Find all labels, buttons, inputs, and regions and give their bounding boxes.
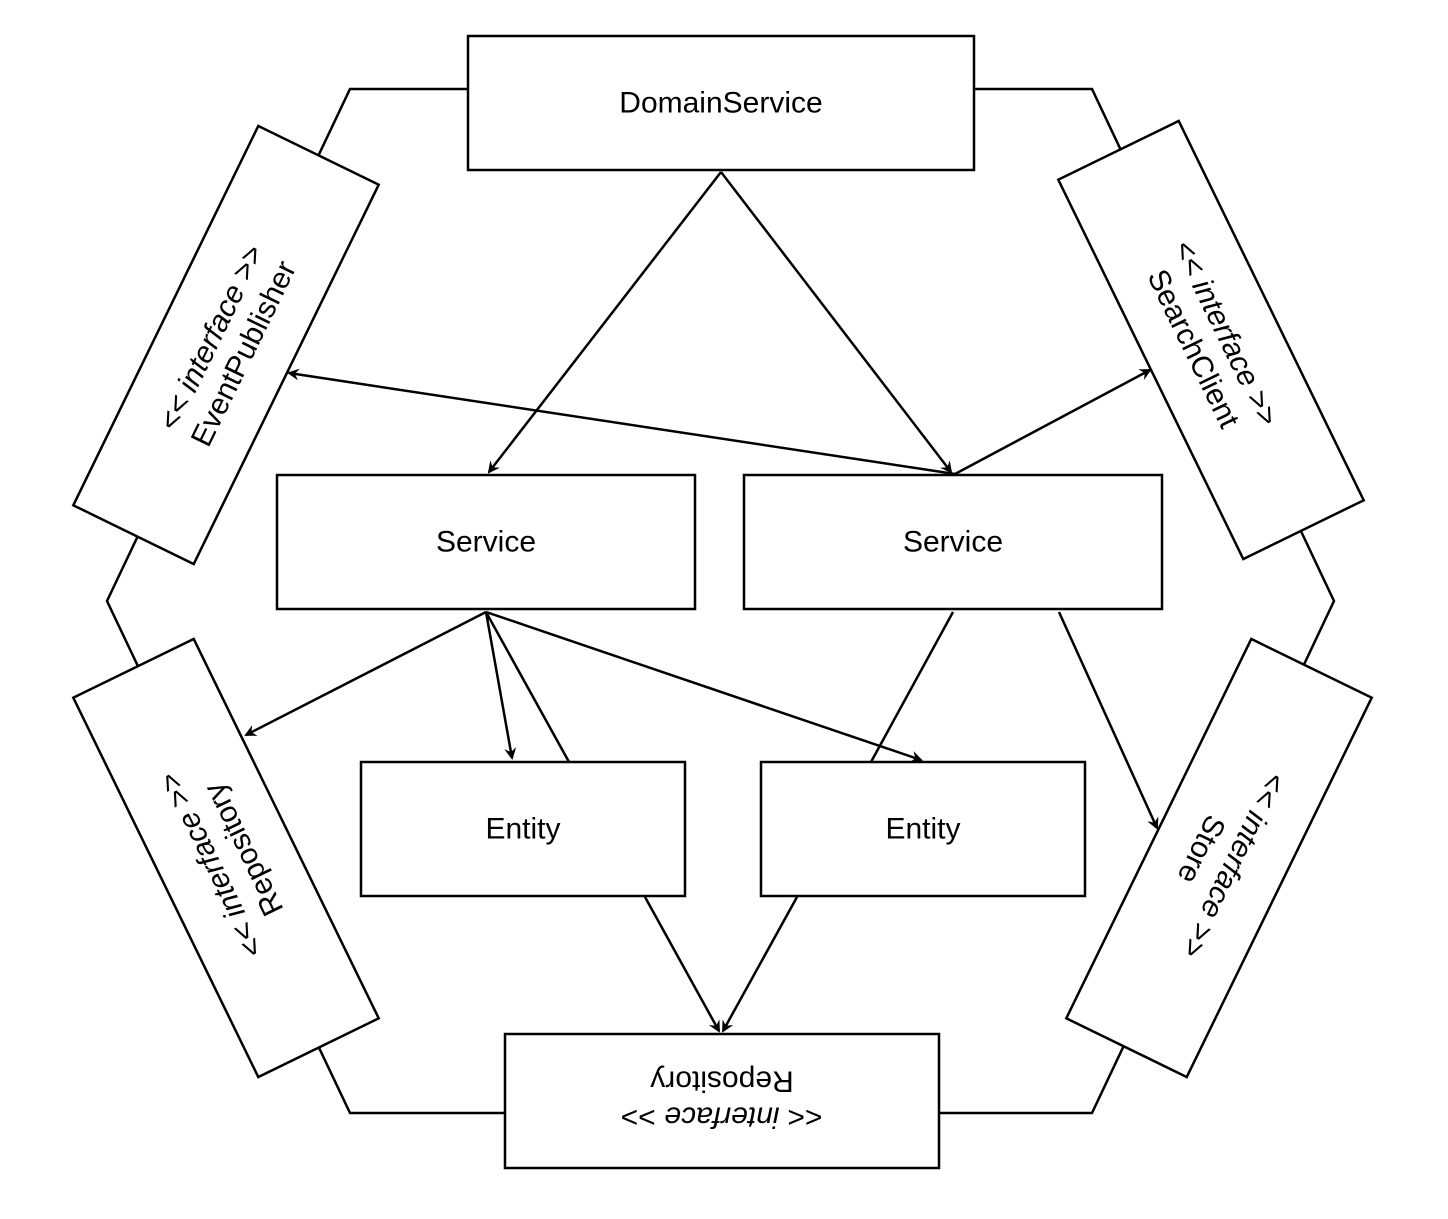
entity-right-label: Entity	[885, 813, 960, 846]
repository-bottom-stereotype: << interface >>	[621, 1101, 823, 1134]
entity-left-label: Entity	[485, 813, 560, 846]
edge-service-left-to-entity-left	[484, 611, 517, 760]
domain-service-node[interactable]: DomainService	[466, 34, 976, 172]
edge-service-right-to-eventpublisher	[287, 368, 956, 476]
service-right-node[interactable]: Service	[742, 473, 1164, 611]
edge-domainservice-to-service-right	[720, 171, 953, 474]
edge-service-left-to-repository-left	[244, 610, 487, 737]
edge-entity-left-to-repository-bottom	[643, 896, 721, 1033]
edge-entity-right-to-repository-bottom	[721, 896, 799, 1033]
edge-service-right-line-to-entity-right	[869, 611, 955, 763]
edge-service-right-to-searchclient	[954, 368, 1152, 476]
event-publisher-node[interactable]: << interface >> EventPublisher	[71, 124, 381, 566]
domain-service-label: DomainService	[619, 87, 822, 120]
service-right-label: Service	[903, 526, 1003, 559]
repository-bottom-node[interactable]: << interface >> Repository	[503, 1032, 941, 1170]
edge-service-left-line-to-entity-left	[484, 611, 571, 763]
entity-right-node[interactable]: Entity	[759, 760, 1087, 898]
service-left-label: Service	[436, 526, 536, 559]
store-node[interactable]: << interface >> Store	[1064, 637, 1374, 1079]
edge-domainservice-to-service-left	[487, 171, 722, 474]
hexagon-boundary	[105, 87, 1336, 1115]
edge-service-left-to-entity-right	[485, 610, 923, 763]
entity-left-node[interactable]: Entity	[359, 760, 687, 898]
repository-left-node[interactable]: << interface >> Repository	[71, 637, 381, 1079]
repository-bottom-label: Repository	[650, 1065, 793, 1098]
service-left-node[interactable]: Service	[275, 473, 697, 611]
edge-service-right-to-store	[1057, 611, 1159, 830]
edges	[244, 171, 1159, 1033]
